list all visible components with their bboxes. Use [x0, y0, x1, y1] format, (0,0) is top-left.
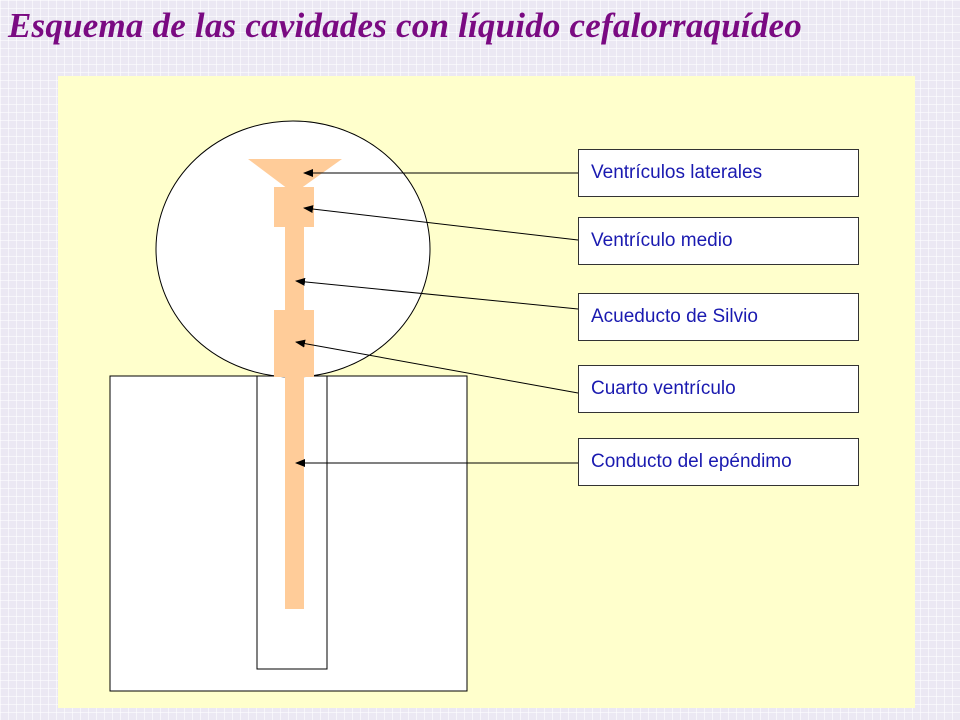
- label-fourth-ventricle: Cuarto ventrículo: [578, 365, 859, 413]
- label-middle-ventricle: Ventrículo medio: [578, 217, 859, 265]
- lateral-ventricles-shape: [248, 159, 342, 189]
- arrow-middle-ventricle: [303, 205, 579, 241]
- middle-ventricle-shape: [274, 187, 314, 227]
- fourth-ventricle-shape: [274, 310, 314, 377]
- aqueduct-shape: [285, 225, 304, 313]
- label-ependymal-canal: Conducto del epéndimo: [578, 438, 859, 486]
- pointer-arrows: [295, 169, 579, 467]
- arrow-aqueduct: [295, 277, 579, 310]
- label-aqueduct: Acueducto de Silvio: [578, 293, 859, 341]
- ependymal-canal-shape: [285, 375, 304, 609]
- arrow-fourth-ventricle: [295, 339, 579, 394]
- label-lateral-ventricles: Ventrículos laterales: [578, 149, 859, 197]
- csf-cavities: [248, 159, 342, 609]
- slide-title: Esquema de las cavidades con líquido cef…: [8, 6, 802, 45]
